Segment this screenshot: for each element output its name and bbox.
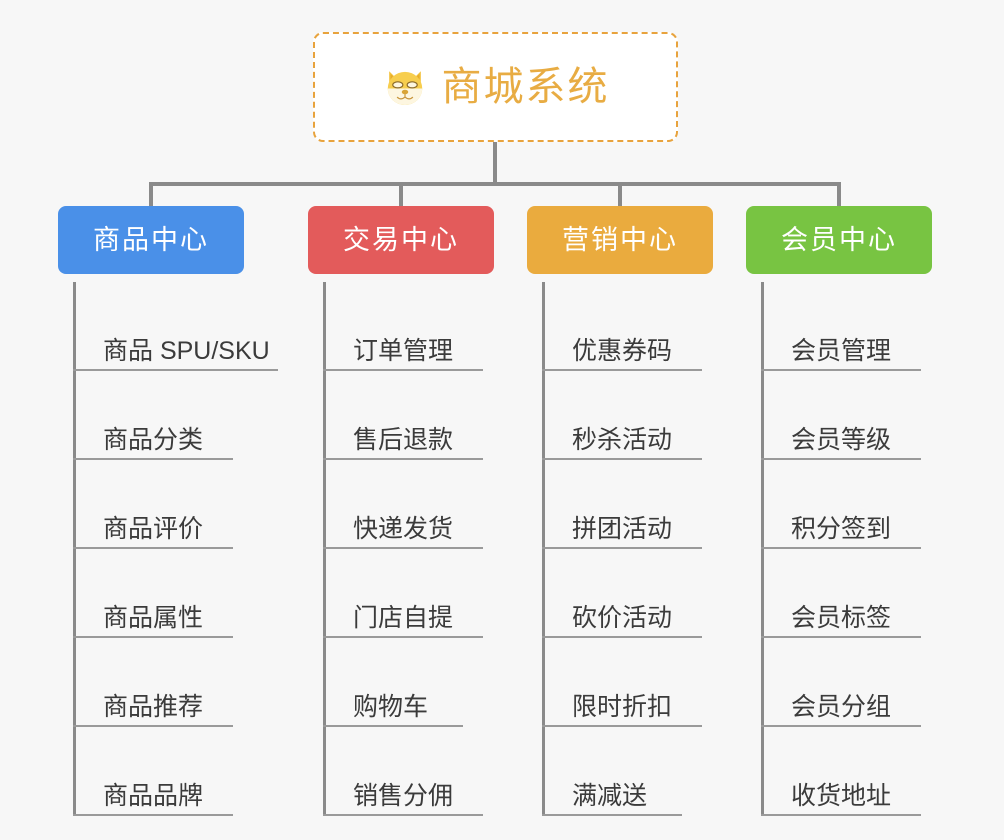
leaf-label: 会员分组: [791, 692, 892, 721]
leaf-item[interactable]: 积分签到: [761, 460, 991, 549]
leaf-item[interactable]: 收货地址: [761, 727, 991, 816]
leaf-spine: [323, 282, 326, 816]
leaf-spine: [761, 282, 764, 816]
leaf-label: 商品分类: [103, 425, 204, 454]
leaf-item[interactable]: 会员管理: [761, 282, 991, 371]
leaf-label: 拼团活动: [572, 514, 673, 543]
leaf-item[interactable]: 订单管理: [323, 282, 553, 371]
root-node[interactable]: 商城系统: [313, 32, 678, 142]
leaf-item[interactable]: 门店自提: [323, 549, 553, 638]
leaf-label: 商品 SPU/SKU: [103, 336, 270, 365]
branch-node-marketing-center[interactable]: 营销中心: [527, 206, 713, 274]
leaf-column-marketing-center: 优惠券码 秒杀活动 拼团活动 砍价活动 限时折扣 满减送: [542, 282, 772, 816]
leaf-spine: [542, 282, 545, 816]
leaf-label: 购物车: [353, 692, 429, 721]
leaf-item[interactable]: 购物车: [323, 638, 553, 727]
leaf-item[interactable]: 商品属性: [73, 549, 303, 638]
leaf-item[interactable]: 商品评价: [73, 460, 303, 549]
leaf-item[interactable]: 商品品牌: [73, 727, 303, 816]
leaf-item[interactable]: 优惠券码: [542, 282, 772, 371]
leaf-item[interactable]: 售后退款: [323, 371, 553, 460]
leaf-label: 售后退款: [353, 425, 454, 454]
branch-label: 会员中心: [781, 224, 897, 255]
leaf-label: 优惠券码: [572, 336, 673, 365]
connector-trunk: [493, 142, 497, 186]
branch-label: 商品中心: [93, 224, 209, 255]
root-title: 商城系统: [441, 65, 610, 109]
branch-node-member-center[interactable]: 会员中心: [746, 206, 932, 274]
leaf-item[interactable]: 满减送: [542, 727, 772, 816]
leaf-label: 快递发货: [353, 514, 454, 543]
leaf-item[interactable]: 快递发货: [323, 460, 553, 549]
connector-rail: [149, 182, 841, 186]
branch-label: 营销中心: [562, 224, 678, 255]
leaf-item[interactable]: 会员标签: [761, 549, 991, 638]
branch-label: 交易中心: [343, 224, 459, 255]
connector-drop-1: [149, 182, 153, 208]
leaf-item[interactable]: 商品推荐: [73, 638, 303, 727]
leaf-label: 门店自提: [353, 603, 454, 632]
leaf-label: 满减送: [572, 781, 648, 810]
leaf-label: 秒杀活动: [572, 425, 673, 454]
leaf-label: 商品评价: [103, 514, 204, 543]
leaf-label: 会员等级: [791, 425, 892, 454]
leaf-column-member-center: 会员管理 会员等级 积分签到 会员标签 会员分组 收货地址: [761, 282, 991, 816]
leaf-item[interactable]: 砍价活动: [542, 549, 772, 638]
leaf-label: 会员管理: [791, 336, 892, 365]
leaf-column-product-center: 商品 SPU/SKU 商品分类 商品评价 商品属性 商品推荐 商品品牌: [73, 282, 303, 816]
connector-drop-2: [399, 182, 403, 208]
leaf-label: 商品品牌: [103, 781, 204, 810]
leaf-spine: [73, 282, 76, 816]
branch-node-trade-center[interactable]: 交易中心: [308, 206, 494, 274]
leaf-label: 积分签到: [791, 514, 892, 543]
leaf-item[interactable]: 限时折扣: [542, 638, 772, 727]
leaf-item[interactable]: 会员分组: [761, 638, 991, 727]
leaf-label: 销售分佣: [353, 781, 454, 810]
connector-drop-4: [837, 182, 841, 208]
leaf-label: 限时折扣: [572, 692, 673, 721]
leaf-label: 商品推荐: [103, 692, 204, 721]
leaf-item[interactable]: 会员等级: [761, 371, 991, 460]
leaf-label: 订单管理: [353, 336, 454, 365]
leaf-label: 会员标签: [791, 603, 892, 632]
leaf-item[interactable]: 商品分类: [73, 371, 303, 460]
branch-node-product-center[interactable]: 商品中心: [58, 206, 244, 274]
leaf-item[interactable]: 秒杀活动: [542, 371, 772, 460]
connector-drop-3: [618, 182, 622, 208]
leaf-item[interactable]: 拼团活动: [542, 460, 772, 549]
leaf-label: 收货地址: [791, 781, 892, 810]
leaf-label: 砍价活动: [572, 603, 673, 632]
leaf-item[interactable]: 商品 SPU/SKU: [73, 282, 303, 371]
leaf-item[interactable]: 销售分佣: [323, 727, 553, 816]
dog-face-icon: [382, 64, 428, 110]
leaf-column-trade-center: 订单管理 售后退款 快递发货 门店自提 购物车 销售分佣: [323, 282, 553, 816]
leaf-label: 商品属性: [103, 603, 204, 632]
